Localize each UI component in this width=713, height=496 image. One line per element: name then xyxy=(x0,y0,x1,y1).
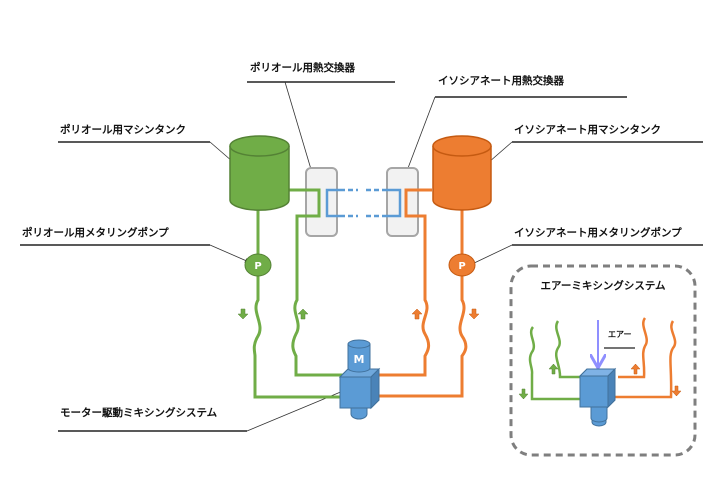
isocyanate-tank xyxy=(432,135,492,211)
polyol-tank xyxy=(229,135,290,211)
arrow-down-icon xyxy=(468,308,480,320)
label-isocyanate-heat-exchanger: イソシアネート用熱交換器 xyxy=(438,74,564,87)
leader-line xyxy=(246,385,356,432)
leader-line xyxy=(209,244,250,263)
label-isocyanate-tank: イソシアネート用マシンタンク xyxy=(514,124,661,136)
arrow-up-icon xyxy=(630,363,641,375)
air-mixing-title: エアーミキシングシステム xyxy=(540,279,666,292)
arrow-down-icon xyxy=(237,308,249,320)
isocyanate-heat-exchanger xyxy=(386,167,419,237)
arrow-up-icon xyxy=(411,308,423,320)
polyol-heat-exchanger xyxy=(305,167,338,237)
label-polyol-tank: ポリオール用マシンタンク xyxy=(60,123,186,136)
isocyanate-metering-pump: P xyxy=(448,253,476,277)
arrow-up-icon xyxy=(297,308,309,320)
label-polyol-pump: ポリオール用メタリングポンプ xyxy=(22,226,169,239)
coolant-loop-isocyanate xyxy=(366,188,402,218)
arrow-down-icon xyxy=(518,388,529,400)
leader-line xyxy=(284,81,315,177)
air-label: エアー xyxy=(608,330,632,339)
motor-symbol: M xyxy=(354,353,365,366)
polyol-metering-pump: P xyxy=(244,253,272,277)
arrow-up-icon xyxy=(548,363,559,375)
coolant-loop-polyol xyxy=(325,188,358,218)
label-polyol-heat-exchanger: ポリオール用熱交換器 xyxy=(250,61,355,74)
motor-mixing-unit: M xyxy=(338,339,381,420)
leader-line xyxy=(404,96,436,177)
isocyanate-piping xyxy=(372,188,468,398)
label-motor-mixing-system: モーター駆動ミキシングシステム xyxy=(60,406,218,419)
air-mixing-system-inset: エアーミキシングシステム エアー xyxy=(509,264,697,457)
label-isocyanate-pump: イソシアネート用メタリングポンプ xyxy=(514,226,682,239)
leader-line xyxy=(469,244,513,266)
arrow-down-icon xyxy=(671,385,682,397)
polyol-piping xyxy=(252,188,345,399)
pump-symbol: P xyxy=(254,261,261,272)
pump-symbol: P xyxy=(458,261,465,272)
